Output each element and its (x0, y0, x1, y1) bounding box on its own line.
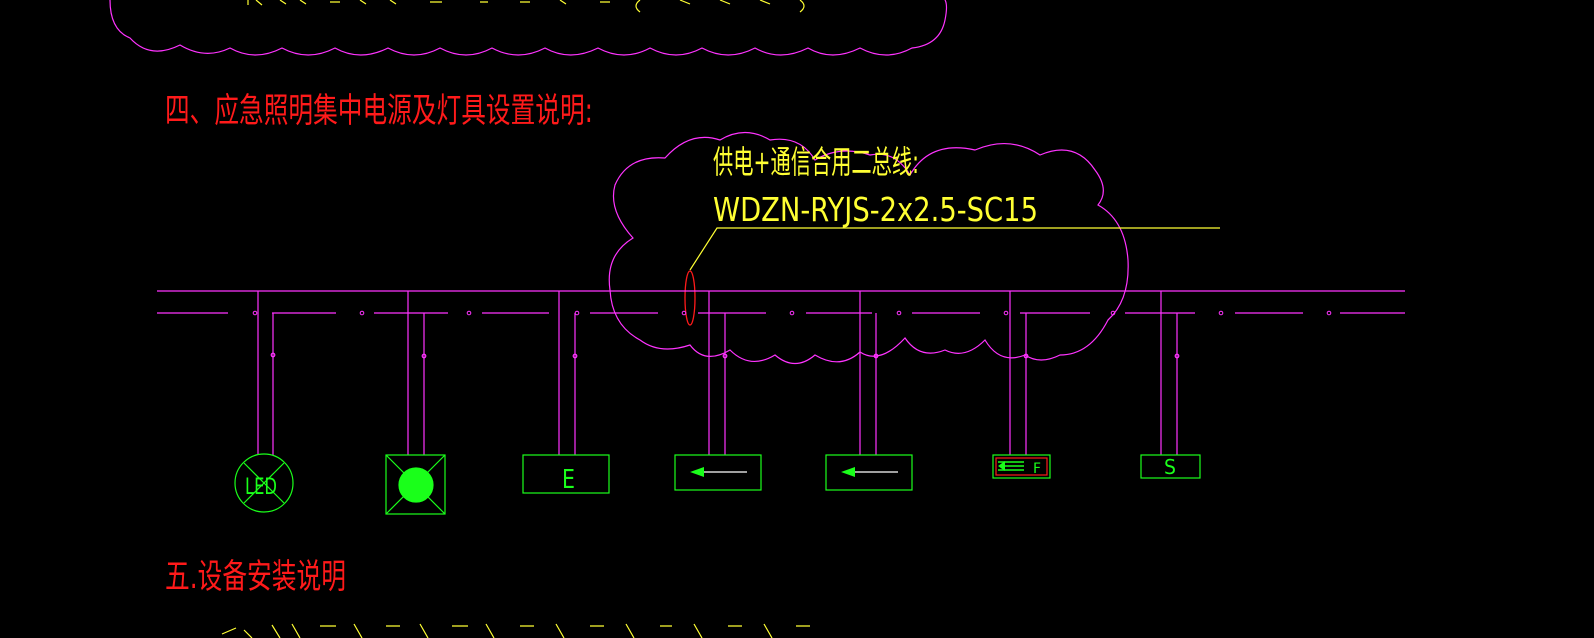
section5-heading: 五.设备安装说明 (165, 557, 346, 597)
top-cutoff-text (247, 0, 805, 13)
floor-sign-icon (992, 454, 1051, 479)
exit-sign-label: E (562, 465, 575, 495)
bus-marker-ellipse (684, 270, 696, 326)
lamp-filled-icon (385, 454, 446, 515)
floor-sign-label: F (1033, 461, 1041, 477)
safety-sign-icon (1140, 454, 1201, 479)
arrow-sign-icon-2 (825, 454, 913, 491)
led-light-label: LED (245, 475, 277, 500)
top-revision-cloud (109, 0, 948, 56)
callout-leader-line (689, 227, 1220, 271)
callout-line1: 供电+通信合用二总线: (713, 143, 919, 181)
callout-line2: WDZN-RYJS-2x2.5-SC15 (713, 190, 1038, 229)
arrow-left-icon (690, 467, 747, 477)
safety-sign-label: S (1164, 455, 1176, 479)
fixture-drops (257, 291, 1180, 455)
arrow-left-icon-2 (841, 467, 898, 477)
arrow-sign-icon (674, 454, 762, 491)
callout-revision-cloud (608, 131, 1129, 365)
led-light-icon (234, 453, 294, 513)
bottom-cutoff-text (221, 623, 810, 638)
exit-sign-icon (522, 454, 610, 494)
section4-heading: 四、应急照明集中电源及灯具设置说明: (165, 91, 593, 131)
